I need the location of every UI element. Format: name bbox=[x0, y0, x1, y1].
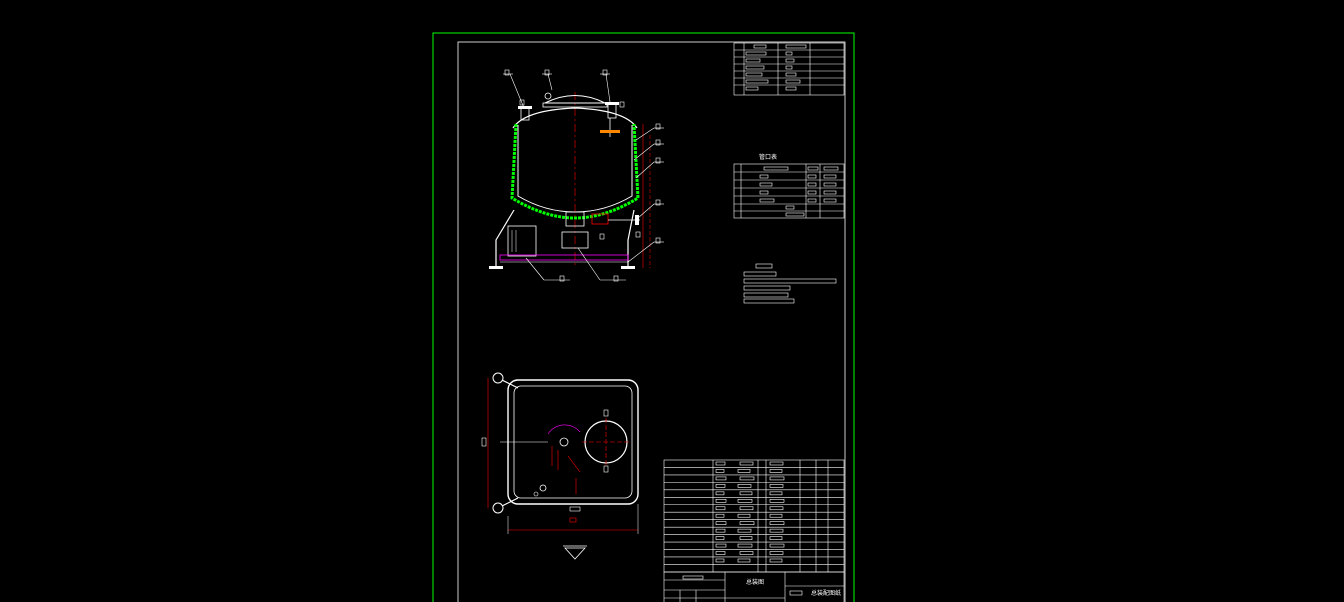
parts-list-cell bbox=[769, 469, 783, 473]
motor bbox=[507, 225, 537, 257]
top-plan-view bbox=[481, 372, 639, 560]
leader-callouts bbox=[503, 73, 664, 281]
tech-spec-table bbox=[733, 42, 845, 96]
parts-list-rows bbox=[664, 461, 844, 565]
sheet-outer-border bbox=[432, 32, 855, 602]
nozzle-table-title: 管口表 bbox=[759, 153, 777, 161]
parts-list-cell bbox=[739, 461, 754, 466]
parts-list-cell bbox=[769, 528, 784, 533]
parts-list-cell bbox=[737, 543, 753, 548]
parts-list-cell bbox=[739, 536, 753, 540]
pump-body bbox=[561, 231, 589, 249]
parts-list-cell bbox=[769, 513, 783, 518]
parts-list-cell bbox=[769, 543, 785, 548]
foot-left bbox=[489, 266, 503, 269]
parts-list-cell bbox=[737, 498, 753, 503]
parts-list-cell bbox=[715, 536, 725, 540]
plan-center-nozzle bbox=[559, 437, 569, 447]
nozzle-table bbox=[733, 163, 845, 219]
technical-notes bbox=[743, 263, 837, 304]
parts-list-cell bbox=[715, 491, 725, 496]
base-frame bbox=[499, 254, 629, 261]
parts-list-cell bbox=[737, 528, 752, 533]
parts-list-table bbox=[663, 459, 845, 573]
parts-list-cell bbox=[739, 491, 753, 496]
sheet-inner-border bbox=[457, 41, 846, 602]
parts-list-cell bbox=[715, 558, 725, 563]
tank-top-head bbox=[512, 107, 638, 129]
parts-list-cell bbox=[769, 491, 783, 496]
nozzle-right bbox=[607, 103, 617, 119]
manway-knob bbox=[544, 92, 552, 100]
front-elevation-view bbox=[489, 69, 664, 282]
parts-list-cell bbox=[737, 513, 751, 518]
parts-list-cell bbox=[769, 484, 784, 488]
insulation-jacket bbox=[510, 123, 640, 220]
title-block bbox=[663, 571, 845, 602]
plan-leg-top-left bbox=[492, 372, 504, 384]
parts-list-cell bbox=[737, 484, 752, 488]
support-leg-left bbox=[495, 209, 515, 268]
parts-list-cell bbox=[739, 506, 754, 511]
parts-list-cell bbox=[739, 521, 755, 525]
agitator-blade bbox=[600, 130, 620, 133]
parts-list-cell bbox=[715, 528, 726, 533]
parts-list-cell bbox=[715, 498, 727, 503]
parts-list-cell bbox=[715, 543, 727, 548]
parts-list-cell bbox=[715, 506, 726, 511]
nozzle-right-flange bbox=[605, 102, 619, 105]
parts-list-cell bbox=[739, 551, 754, 555]
parts-list-cell bbox=[715, 551, 726, 555]
title-block-drawing-name: 总装图 bbox=[746, 578, 764, 586]
plan-leg-bottom-left bbox=[492, 502, 504, 514]
title-block-company: 总装配图纸 bbox=[811, 589, 841, 597]
side-pipe-flange bbox=[635, 215, 639, 225]
nozzle-left-flange bbox=[518, 106, 532, 109]
balloon-boxes bbox=[504, 69, 661, 282]
parts-list-cell bbox=[769, 536, 783, 540]
parts-list-cell bbox=[715, 469, 725, 473]
side-valve bbox=[591, 213, 609, 225]
parts-list-cell bbox=[769, 476, 785, 481]
parts-list-cell bbox=[715, 513, 725, 518]
parts-list-cell bbox=[737, 469, 751, 473]
parts-list-cell bbox=[769, 558, 783, 563]
parts-list-cell bbox=[769, 521, 785, 525]
parts-list-cell bbox=[769, 498, 785, 503]
foot-right bbox=[621, 266, 635, 269]
parts-list-cell bbox=[715, 476, 727, 481]
parts-list-cell bbox=[715, 484, 726, 488]
parts-list-cell bbox=[715, 461, 726, 466]
parts-list-cell bbox=[769, 506, 784, 511]
parts-list-cell bbox=[769, 461, 784, 466]
parts-list-cell bbox=[737, 558, 751, 563]
parts-list-cell bbox=[769, 551, 784, 555]
support-leg-right bbox=[627, 209, 635, 268]
bottom-outlet bbox=[565, 211, 585, 227]
parts-list-cell bbox=[715, 521, 727, 525]
parts-list-cell bbox=[739, 476, 755, 481]
